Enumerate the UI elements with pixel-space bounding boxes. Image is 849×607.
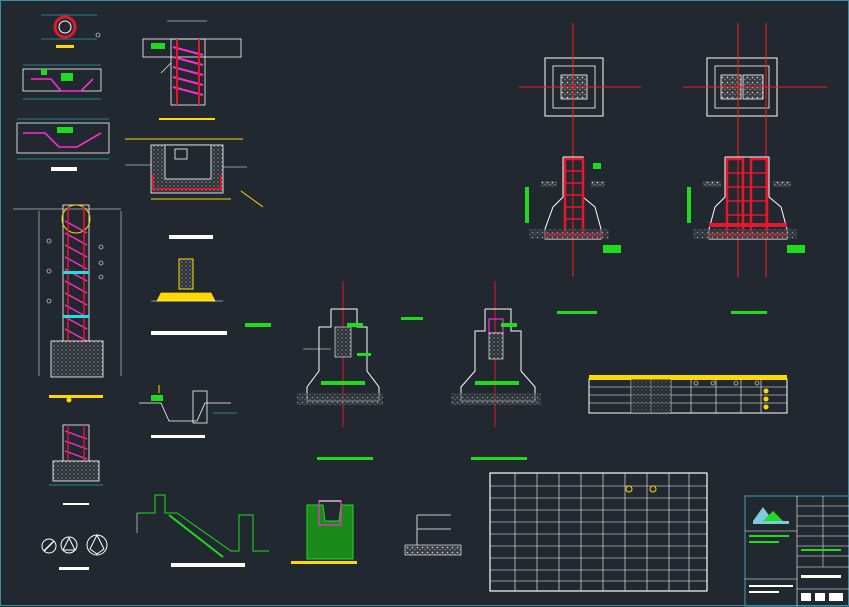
title-block-logo-icon — [753, 507, 789, 524]
single-footing-elevation — [525, 156, 621, 314]
section-symbols — [41, 533, 108, 570]
pile-cap-detail — [49, 424, 103, 505]
drainage-channel-detail — [139, 385, 237, 438]
double-footing-elevation — [687, 156, 805, 314]
section-symbol-icon — [86, 533, 108, 556]
footing-section-b — [451, 281, 541, 460]
beam-joint-detail-2 — [16, 118, 110, 171]
ring-column-section-detail — [41, 14, 101, 48]
pit-section-detail — [125, 138, 264, 239]
ramp-section-detail — [136, 494, 269, 567]
material-grid-table — [489, 472, 708, 592]
wall-footing-detail — [151, 258, 271, 335]
title-block — [744, 495, 849, 607]
footing-section-a — [297, 281, 423, 460]
column-stirrup-detail — [142, 20, 242, 120]
single-footing-plan — [519, 23, 641, 277]
tall-pile-elevation-detail — [13, 204, 122, 403]
section-symbol-icon — [41, 538, 57, 554]
rebar-schedule-table — [588, 375, 788, 414]
beam-joint-detail-1 — [22, 64, 102, 100]
north-arrow-icon — [60, 536, 78, 554]
trench-detail — [291, 500, 357, 564]
step-detail — [404, 514, 462, 556]
